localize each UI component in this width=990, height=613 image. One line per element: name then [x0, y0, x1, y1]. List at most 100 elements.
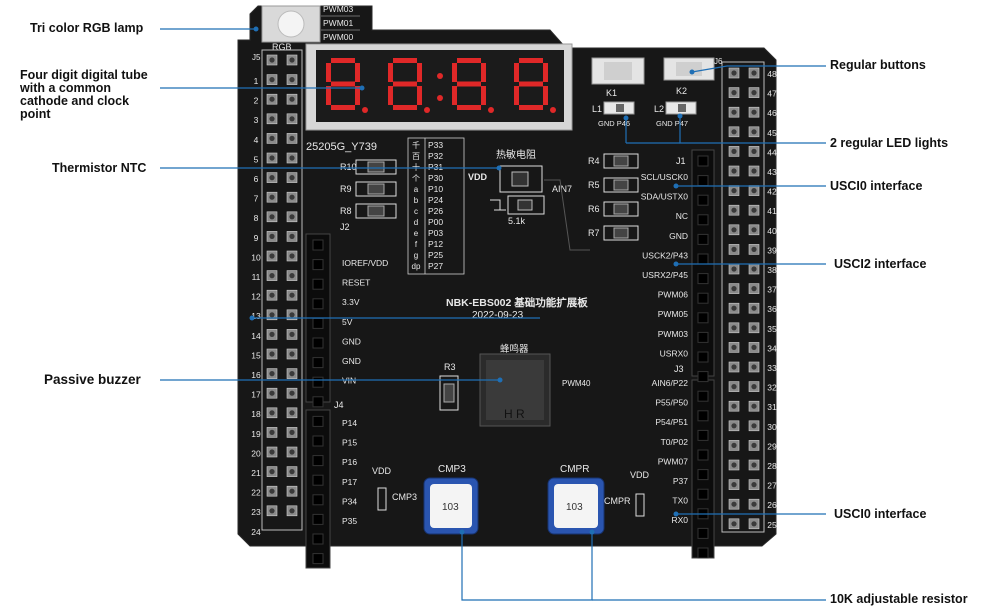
segment-name: 千: [412, 140, 420, 150]
left-pin-number: 10: [251, 252, 261, 262]
right-pin-number: 27: [767, 481, 777, 491]
segment-dp: [550, 107, 556, 113]
left-pin-number: 14: [251, 331, 261, 341]
segment: [331, 58, 355, 63]
slot: [697, 371, 709, 383]
slot: [697, 155, 709, 167]
callout-usci2: USCI2 interface: [834, 257, 927, 271]
j4-pin-label: P17: [342, 477, 357, 487]
slot: [697, 175, 709, 187]
segment: [355, 63, 360, 82]
left-pin-header: [261, 49, 303, 531]
left-pin-number: 12: [251, 292, 261, 302]
j1-pin-label: PWM03: [658, 329, 689, 339]
slot: [697, 469, 709, 481]
j3-pin-label: P54/P51: [655, 417, 688, 427]
segment: [519, 105, 543, 110]
right-pin-number: 40: [767, 226, 777, 236]
slot: [697, 312, 709, 324]
vdd-left: VDD: [372, 466, 392, 476]
callout-buttons: Regular buttons: [830, 58, 926, 72]
resistor-label: R5: [588, 180, 600, 190]
right-pin-number: 39: [767, 245, 777, 255]
buzzer-title: 蜂鸣器: [500, 343, 529, 355]
resistor: [603, 153, 639, 169]
segment-pin: P12: [428, 239, 443, 249]
left-pin-number: 20: [251, 448, 261, 458]
l2-label: L2: [654, 104, 664, 114]
j4-pin-label: P34: [342, 496, 357, 506]
right-pin-number: 47: [767, 89, 777, 99]
segment-pin: P00: [428, 217, 443, 227]
right-pin-number: 46: [767, 108, 777, 118]
segment: [393, 58, 417, 63]
right-pin-number: 42: [767, 187, 777, 197]
right-pin-number: 31: [767, 402, 777, 412]
resistor: [603, 201, 639, 217]
left-pin-number: 6: [254, 174, 259, 184]
segment-pin: P24: [428, 195, 443, 205]
segment: [388, 63, 393, 82]
pot2-code: 103: [566, 502, 583, 513]
segment-pin: P30: [428, 173, 443, 183]
slot: [697, 253, 709, 265]
j2-pin-label: 5V: [342, 317, 353, 327]
callout-usci0-bottom: USCI0 interface: [834, 507, 927, 521]
pwm40-label: PWM40: [562, 379, 591, 388]
j3-pin-label: RX0: [671, 515, 688, 525]
segment: [331, 105, 355, 110]
segment: [457, 105, 481, 110]
board-date: 2022-09-23: [472, 310, 524, 321]
r3-label: R3: [444, 362, 456, 372]
segment-name: 个: [412, 174, 420, 183]
right-pin-number: 28: [767, 461, 777, 471]
j1-pin-label: GND: [669, 231, 688, 241]
slot: [697, 292, 709, 304]
callout-rgb-lamp: Tri color RGB lamp: [30, 21, 144, 35]
segment-name: a: [414, 185, 419, 194]
slot: [697, 390, 709, 402]
callout-resistor: 10K adjustable resistor: [830, 592, 968, 606]
left-pin-number: 15: [251, 350, 261, 360]
j2-pin-label: 3.3V: [342, 297, 360, 307]
resistor-5k1-label: 5.1k: [508, 216, 526, 226]
j3-pin-label: AIN6/P22: [652, 378, 689, 388]
thermistor-vdd: VDD: [468, 172, 488, 182]
callout-dots: [249, 26, 695, 535]
j2-pin-label: GND: [342, 336, 361, 346]
right-pin-number: 29: [767, 441, 777, 451]
right-pin-number: 41: [767, 206, 777, 216]
resistor: [355, 159, 397, 175]
j1-pin-label: PWM06: [658, 290, 689, 300]
l2-sub: GND P47: [656, 119, 688, 128]
segment: [457, 81, 481, 87]
slot: [312, 435, 324, 447]
segment-name: d: [414, 218, 418, 227]
slot: [697, 233, 709, 245]
k2-label: K2: [676, 86, 687, 96]
board-name: NBK-EBS002 基础功能扩展板: [446, 296, 588, 309]
segment-name: c: [414, 207, 418, 216]
right-pin-number: 45: [767, 128, 777, 138]
segment-pin: P31: [428, 162, 443, 172]
slot: [312, 455, 324, 467]
j3-pin-label: TX0: [672, 496, 688, 506]
resistor: [603, 177, 639, 193]
resistor: [355, 203, 397, 219]
k1-label: K1: [606, 88, 617, 98]
left-pin-number: 2: [254, 96, 259, 106]
left-pin-number: 24: [251, 527, 261, 537]
j1-pin-label: NC: [676, 211, 688, 221]
segment: [457, 58, 481, 63]
slot: [312, 376, 324, 388]
segment: [452, 86, 457, 105]
segment-dp: [362, 107, 368, 113]
left-pin-number: 7: [254, 194, 259, 204]
j4-label: J4: [334, 400, 344, 410]
segment-name: e: [414, 229, 419, 238]
vdd-right: VDD: [630, 470, 650, 480]
part-label: 25205G_Y739: [306, 141, 377, 153]
rgb-label: RGB: [272, 42, 292, 52]
callout-leds: 2 regular LED lights: [830, 136, 949, 150]
segment: [519, 81, 543, 87]
